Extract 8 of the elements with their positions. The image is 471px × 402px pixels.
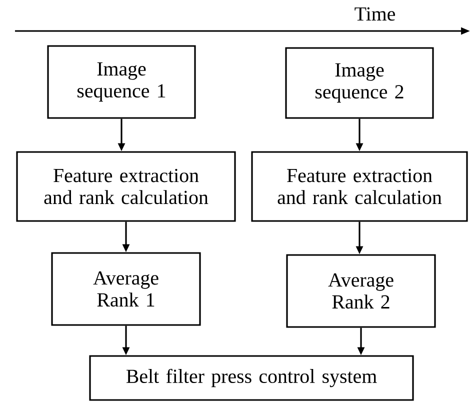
process-box: Average Rank 1 [51,252,201,326]
process-box: Image sequence 2 [285,47,434,119]
process-box: Image sequence 1 [47,45,196,119]
process-box: Average Rank 2 [286,254,436,328]
process-box: Feature extraction and rank calculation [16,151,236,222]
process-box: Belt filter press control system [89,355,414,401]
axis-label: Time [354,7,395,21]
process-box: Feature extraction and rank calculation [251,151,468,222]
